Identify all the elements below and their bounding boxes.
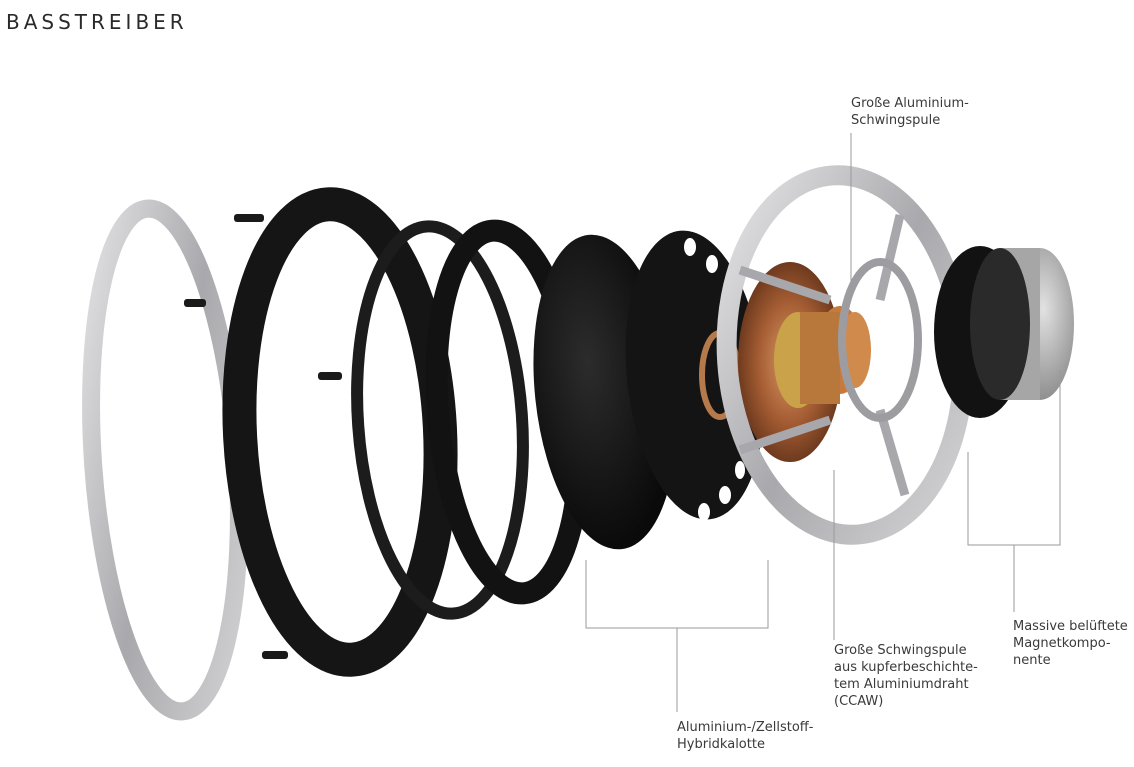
diagram-title: BASSTREIBER [6,10,188,34]
gasket-ring [351,220,529,620]
callout-large-voice-coil: Große Aluminium- Schwingspule [851,96,969,128]
callout-magnet: Massive belüftete Magnetkompo- nente [1013,619,1128,668]
leader-lines [585,133,1061,712]
magnet-assembly [934,246,1074,418]
mounting-screws [184,214,342,659]
callout-hybrid-dome: Aluminium-/Zellstoff- Hybridkalotte [677,720,814,752]
callout-ccaw-coil: Große Schwingspule aus kupferbeschichte-… [834,643,978,709]
